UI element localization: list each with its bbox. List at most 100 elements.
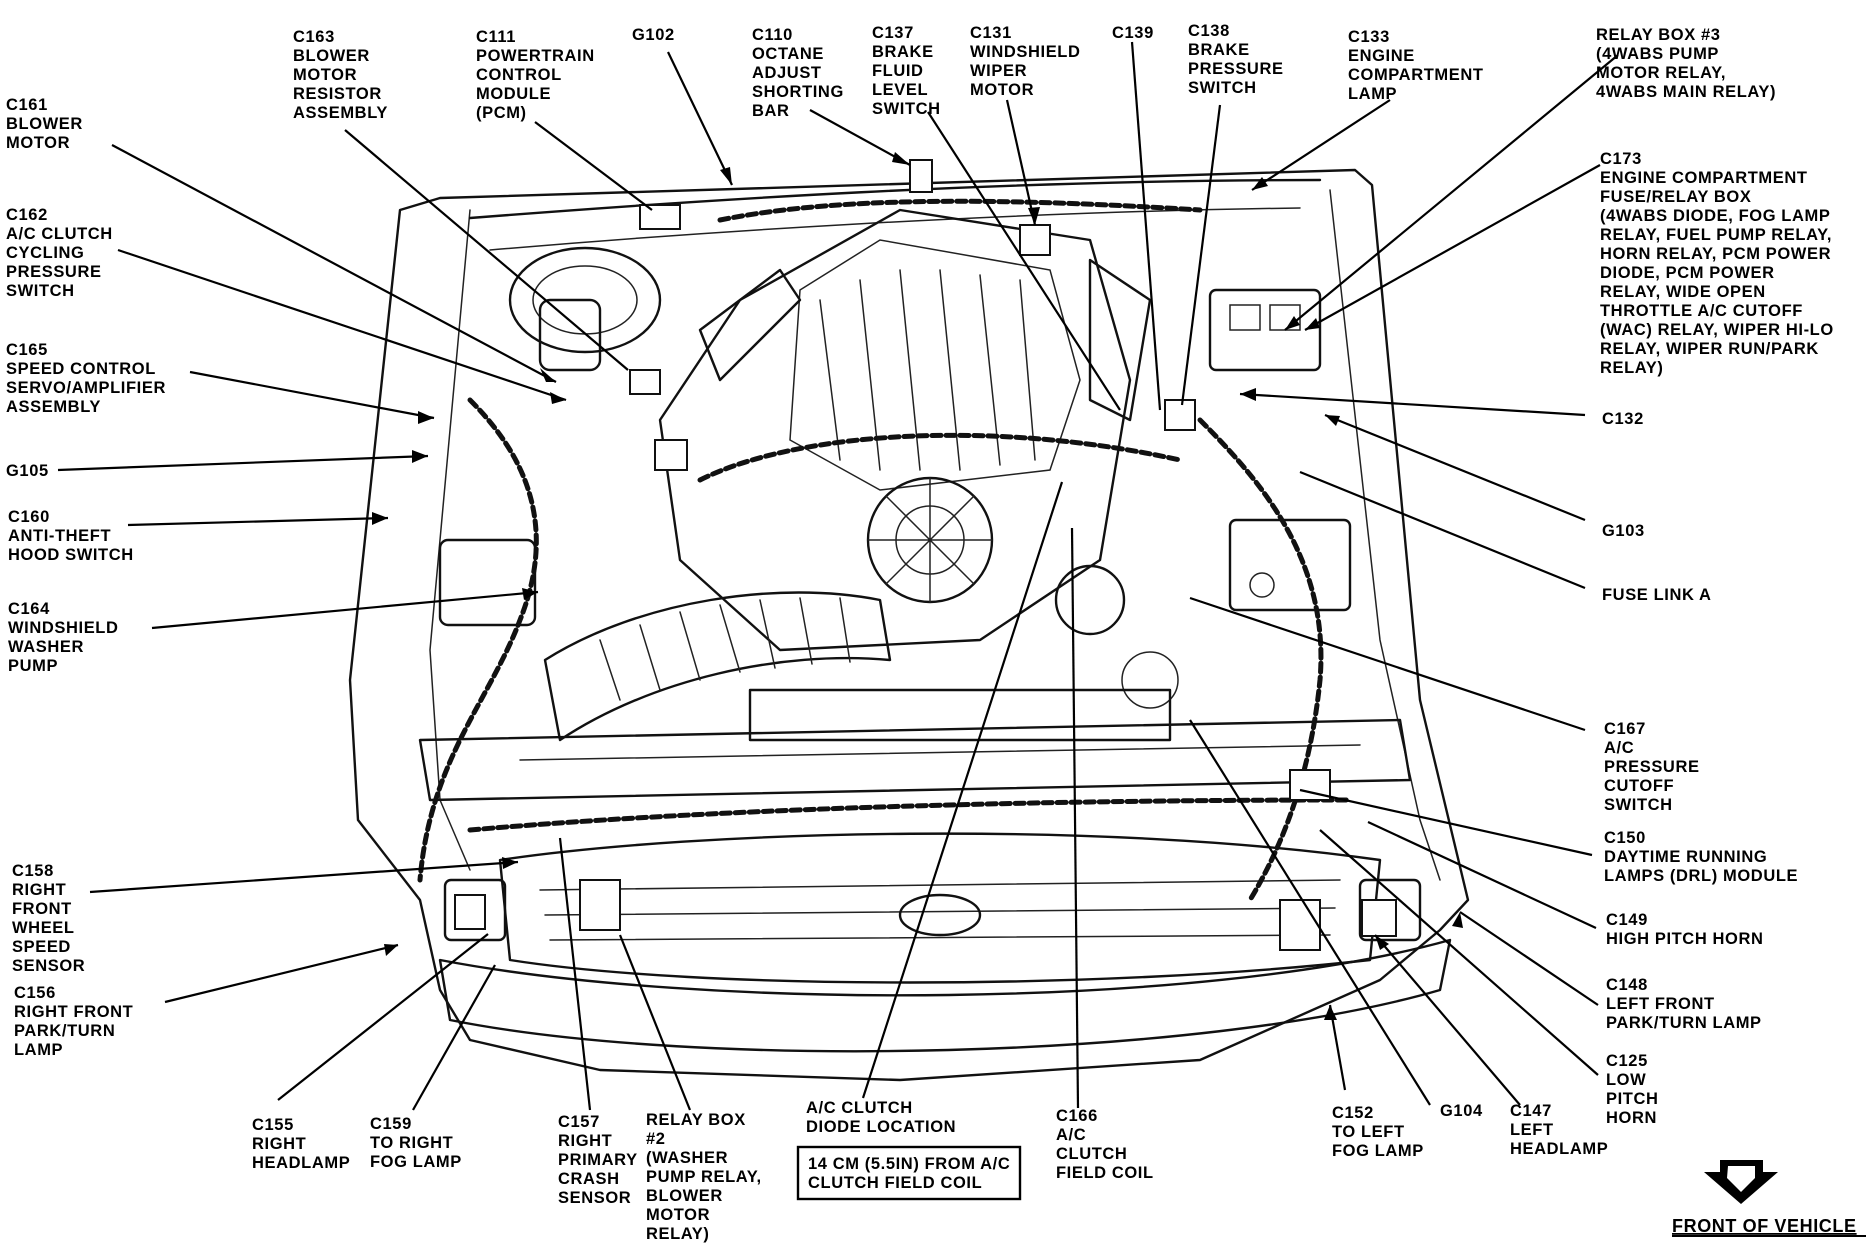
label-c139-line: C139 (1112, 24, 1154, 42)
label-c155-line: HEADLAMP (252, 1154, 350, 1172)
arrowhead-c161 (540, 368, 556, 382)
label-c167-line: A/C (1604, 739, 1634, 757)
grille (498, 832, 1382, 984)
label-c111-line: C111 (476, 28, 516, 46)
label-c164-line: WINDSHIELD (8, 619, 119, 637)
valve-cover-right (698, 268, 802, 382)
label-c159-line: FOG LAMP (370, 1153, 462, 1171)
leader-c164 (151, 590, 539, 630)
label-c138-line: SWITCH (1188, 79, 1257, 97)
label-c156-line: RIGHT FRONT (14, 1003, 133, 1021)
label-c148-line: C148 (1606, 976, 1648, 994)
label-c173-line: ENGINE COMPARTMENT (1600, 169, 1808, 187)
label-c158-line: SENSOR (12, 957, 85, 975)
battery (1228, 518, 1352, 612)
washer-reservoir (438, 538, 537, 627)
label-c133-line: C133 (1348, 28, 1390, 46)
leader-c166 (1070, 527, 1080, 1109)
label-c162-line: PRESSURE (6, 263, 102, 281)
label-c137-line: FLUID (872, 62, 924, 80)
leader-c155 (277, 933, 489, 1101)
label-c158-line: C158 (12, 862, 54, 880)
label-relay2-line: (WASHER (646, 1149, 728, 1167)
label-c163-line: MOTOR (293, 66, 357, 84)
radiator-support (418, 718, 1412, 802)
label-c152-line: FOG LAMP (1332, 1142, 1424, 1160)
fuse-relay-box-relays (1229, 304, 1261, 331)
label-c173-line: THROTTLE A/C CUTOFF (1600, 302, 1803, 320)
leader-fuselink (1299, 470, 1586, 590)
label-c173-line: (WAC) RELAY, WIPER HI-LO (1600, 321, 1834, 339)
label-c131-line: WINDSHIELD (970, 43, 1081, 61)
label-c162-line: SWITCH (6, 282, 75, 300)
label-relay2-line: BLOWER (646, 1187, 723, 1205)
label-relay2-line: RELAY BOX (646, 1111, 746, 1129)
leader-relay2 (618, 934, 692, 1111)
label-c110-line: C110 (752, 26, 793, 44)
label-c160-line: C160 (8, 508, 50, 526)
inner-fender-left (429, 209, 471, 871)
leader-g103 (1324, 413, 1586, 522)
wiring-harness-cowl (717, 198, 1203, 223)
leader-c161 (111, 144, 557, 383)
leader-c138 (1180, 104, 1222, 406)
arrowhead-c160 (372, 512, 388, 525)
label-g104-line: G104 (1440, 1102, 1483, 1120)
grille-bars (539, 879, 1341, 941)
label-c162-line: A/C CLUTCH (6, 225, 113, 243)
label-relay3-line: MOTOR RELAY, (1596, 64, 1726, 82)
label-g105-line: G105 (6, 462, 49, 480)
label-c160-line: HOOD SWITCH (8, 546, 134, 564)
inner-fender-right (1329, 189, 1441, 881)
label-c137-line: LEVEL (872, 81, 928, 99)
label-c148-line: PARK/TURN LAMP (1606, 1014, 1762, 1032)
label-c167-line: CUTOFF (1604, 777, 1674, 795)
label-c137-line: BRAKE (872, 43, 934, 61)
fender-outline (348, 168, 1470, 1082)
leader-c162 (117, 248, 567, 402)
label-relay2-line: #2 (646, 1130, 666, 1148)
arrowhead-c148 (1452, 912, 1463, 928)
label-c158-line: RIGHT (12, 881, 66, 899)
leader-c133 (1251, 99, 1391, 191)
brake-pressure-connector (1164, 399, 1196, 431)
wiper-motor-connector (1019, 224, 1051, 256)
label-c163-line: RESISTOR (293, 85, 382, 103)
label-c163-line: ASSEMBLY (293, 104, 388, 122)
label-c157-line: CRASH (558, 1170, 620, 1188)
right-headlamp-housing (443, 878, 507, 942)
label-c150-line: LAMPS (DRL) MODULE (1604, 867, 1798, 885)
label-c147-line: HEADLAMP (1510, 1140, 1608, 1158)
label-c111-line: MODULE (476, 85, 551, 103)
label-c156-line: C156 (14, 984, 56, 1002)
leader-c132 (1239, 392, 1586, 417)
label-acdiode-line: A/C CLUTCH (806, 1099, 913, 1117)
label-c147-line: C147 (1510, 1102, 1552, 1120)
label-g102: G102 (632, 26, 675, 44)
label-c165-line: ASSEMBLY (6, 398, 101, 416)
label-c157-line: RIGHT (558, 1132, 612, 1150)
radiator-upper-hose (519, 744, 1361, 761)
leader-relay3 (1284, 54, 1619, 331)
leader-c159 (412, 964, 496, 1111)
label-fuselink: FUSE LINK A (1602, 586, 1712, 604)
label-c131-line: MOTOR (970, 81, 1034, 99)
label-c148-line: LEFT FRONT (1606, 995, 1715, 1013)
label-c156-line: PARK/TURN (14, 1022, 115, 1040)
leader-g105 (57, 454, 429, 472)
